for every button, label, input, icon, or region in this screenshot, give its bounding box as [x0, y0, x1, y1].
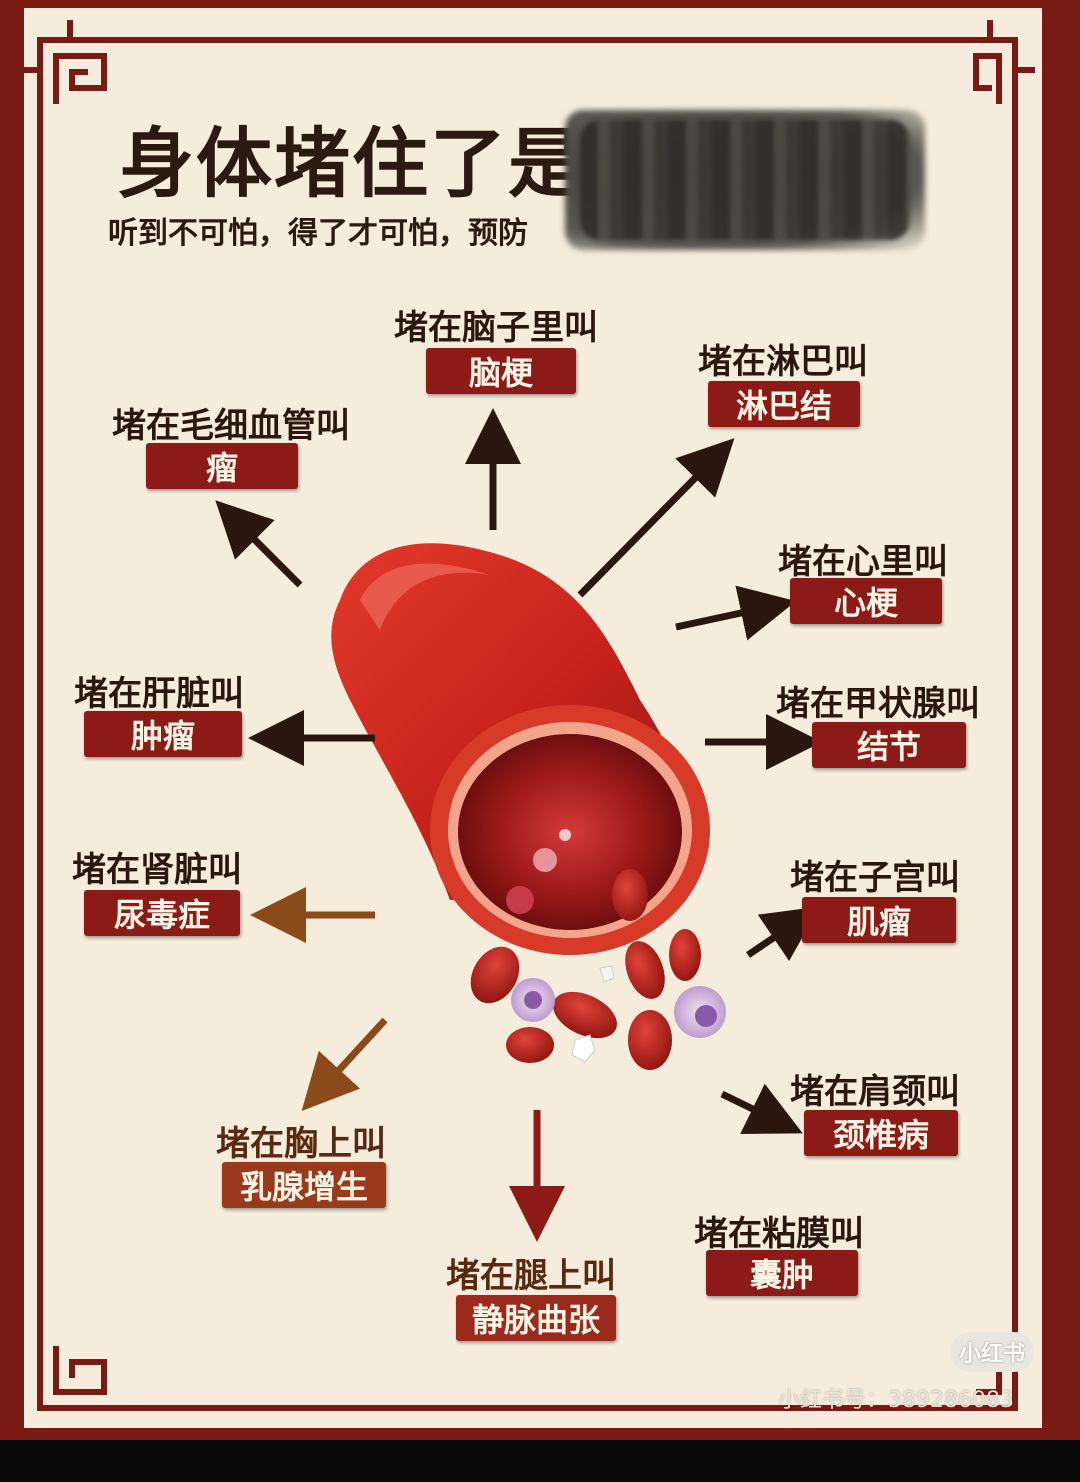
- result-brain: 脑梗: [426, 348, 576, 394]
- result-liver: 肿瘤: [84, 711, 242, 757]
- bottom-bar: [0, 1440, 1080, 1482]
- fretwork-border: [14, 8, 1052, 1428]
- result-capillary: 瘤: [146, 443, 298, 489]
- result-mucosa: 囊肿: [706, 1250, 858, 1296]
- result-thyroid: 结节: [812, 722, 966, 768]
- label-liver: 堵在肝脏叫: [74, 674, 244, 714]
- label-thyroid: 堵在甲状腺叫: [776, 684, 980, 724]
- result-uterus: 肌瘤: [802, 897, 956, 943]
- label-heart: 堵在心里叫: [778, 542, 948, 582]
- label-leg: 堵在腿上叫: [446, 1256, 616, 1296]
- watermark-account: 小红书号：389286083: [778, 1388, 1014, 1413]
- result-breast: 乳腺增生: [222, 1162, 386, 1208]
- poster-subtitle: 听到不可怕，得了才可怕，预防: [108, 216, 528, 251]
- censor-blur-pattern: [580, 120, 910, 240]
- label-kidney: 堵在肾脏叫: [72, 850, 242, 890]
- result-lymph: 淋巴结: [708, 381, 860, 427]
- result-kidney: 尿毒症: [84, 890, 240, 936]
- blood-vessel-illustration: [215, 408, 822, 1242]
- poster-title: 身体堵住了是: [118, 119, 586, 208]
- label-neck: 堵在肩颈叫: [790, 1072, 960, 1112]
- label-breast: 堵在胸上叫: [216, 1124, 386, 1164]
- result-heart: 心梗: [790, 578, 942, 624]
- result-neck: 颈椎病: [804, 1110, 958, 1156]
- label-capillary: 堵在毛细血管叫: [112, 406, 350, 446]
- watermark-badge: 小红书: [950, 1332, 1034, 1372]
- result-leg: 静脉曲张: [456, 1295, 616, 1341]
- label-mucosa: 堵在粘膜叫: [694, 1214, 864, 1254]
- label-lymph: 堵在淋巴叫: [698, 342, 868, 382]
- label-uterus: 堵在子宫叫: [790, 858, 960, 898]
- label-brain: 堵在脑子里叫: [394, 308, 598, 348]
